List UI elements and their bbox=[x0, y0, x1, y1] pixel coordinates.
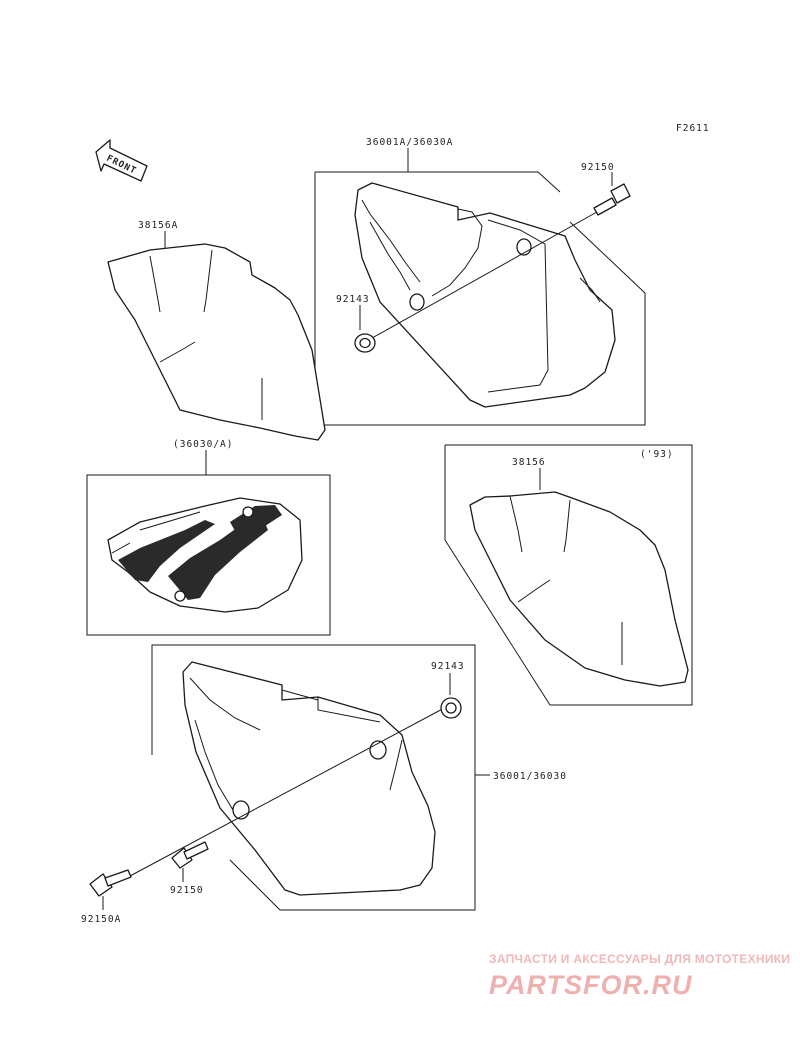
watermark-tagline: ЗАПЧАСТИ И АКСЕССУАРЫ ДЛЯ МОТОТЕХНИКИ bbox=[489, 952, 790, 966]
decal-38156 bbox=[469, 491, 689, 687]
watermark: ЗАПЧАСТИ И АКСЕССУАРЫ ДЛЯ МОТОТЕХНИКИ PA… bbox=[489, 952, 790, 1000]
bolt-icon bbox=[89, 869, 132, 897]
side-cover-left-group: 36001A/36030A 92150 92143 bbox=[314, 137, 646, 426]
side-cover-right-group: 36001/36030 92143 92150 92150A bbox=[81, 644, 567, 925]
label-36001-36030: 36001/36030 bbox=[493, 771, 567, 782]
cover-variant-36030a-group: (36030/A) bbox=[86, 439, 331, 636]
watermark-brand: PARTSFOR.RU bbox=[489, 970, 693, 1000]
figure-code: F2611 bbox=[676, 123, 710, 134]
side-cover-left bbox=[354, 182, 616, 408]
label-year-93: ('93) bbox=[640, 449, 674, 460]
label-92150-top: 92150 bbox=[581, 162, 615, 173]
label-92143-top: 92143 bbox=[336, 294, 370, 305]
decal-38156a-group: 38156A bbox=[107, 220, 326, 441]
front-arrow-icon: FRONT bbox=[95, 139, 148, 182]
grommet-icon bbox=[354, 333, 376, 353]
label-38156a: 38156A bbox=[138, 220, 178, 231]
label-36030-a: (36030/A) bbox=[173, 439, 233, 450]
label-92143-bottom: 92143 bbox=[431, 661, 465, 672]
grommet-icon bbox=[440, 697, 462, 719]
label-92150-bottom: 92150 bbox=[170, 885, 204, 896]
decal-38156a bbox=[107, 243, 326, 441]
bolt-icon bbox=[171, 841, 209, 869]
label-92150a: 92150A bbox=[81, 914, 121, 925]
label-36001a-36030a: 36001A/36030A bbox=[366, 137, 453, 148]
label-38156: 38156 bbox=[512, 457, 546, 468]
bolt-icon bbox=[593, 183, 631, 216]
decal-38156-group: ('93) 38156 bbox=[444, 444, 693, 706]
side-cover-right bbox=[182, 661, 436, 896]
